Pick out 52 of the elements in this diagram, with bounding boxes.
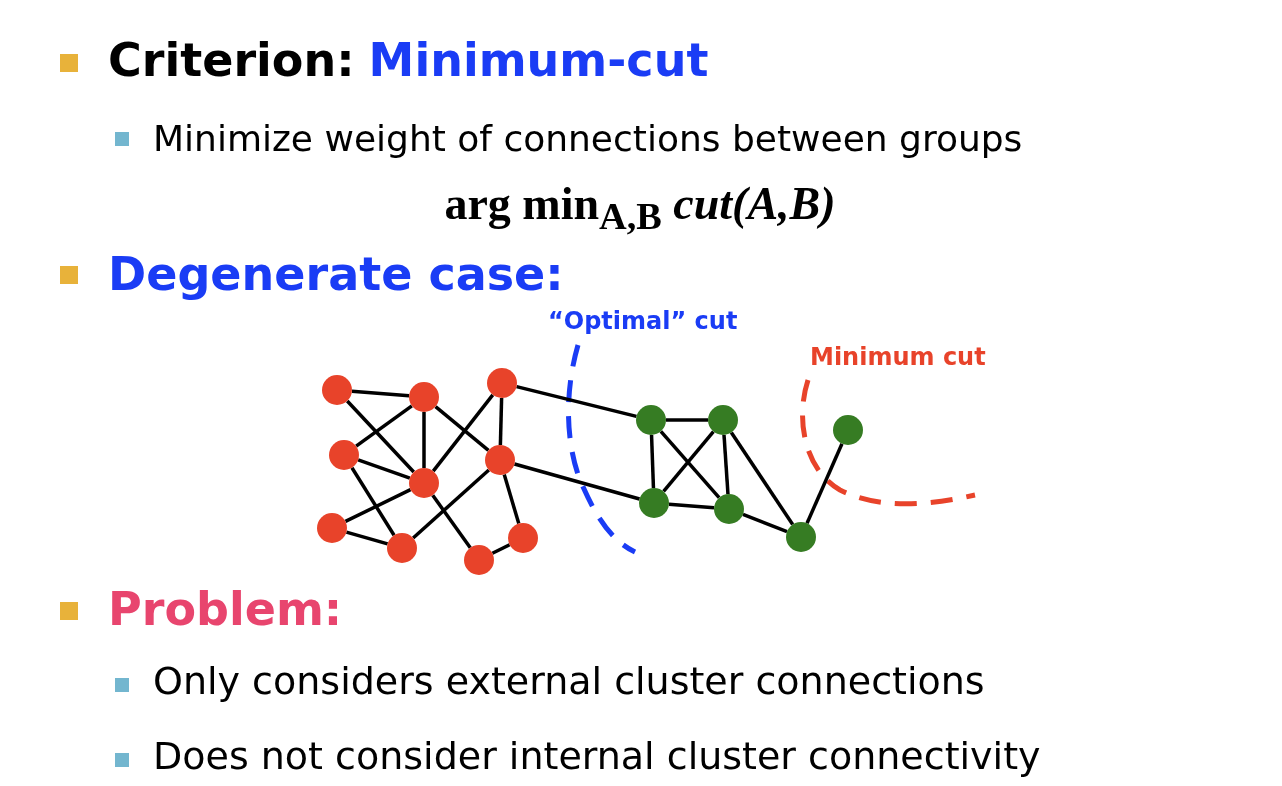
heading: Criterion: <box>108 34 355 87</box>
graph-edge <box>355 404 413 448</box>
graph-edge <box>666 418 708 422</box>
bullet-text: Does not consider internal cluster connectivity <box>153 735 1041 779</box>
cut-label: “Optimal” cut <box>548 308 738 336</box>
heading: Degenerate case: <box>108 248 564 301</box>
formula: arg min$_{A,B}$ cut(A,B) <box>444 178 836 239</box>
graph-edge <box>357 458 411 480</box>
graph-edge <box>729 431 795 526</box>
graph-edge <box>412 468 490 540</box>
graph-edge <box>662 430 715 493</box>
graph-edge <box>431 393 495 473</box>
heading: Problem: <box>108 583 343 636</box>
graph-edge <box>422 412 426 468</box>
bullet-text: Minimize weight of connections between groups <box>153 118 1023 160</box>
graph-edge <box>805 443 844 524</box>
graph-node <box>636 405 666 435</box>
graph-edge <box>345 530 389 546</box>
graph-edge <box>345 399 416 474</box>
graph-edge <box>649 434 656 489</box>
graph-node <box>409 382 439 412</box>
graph-edge <box>344 488 412 523</box>
graph-edge <box>351 389 410 398</box>
graph-node <box>639 488 669 518</box>
cut-label: Minimum cut <box>810 344 986 372</box>
graph-edge <box>742 512 788 534</box>
graph-node <box>786 522 816 552</box>
graph-edge <box>491 543 511 555</box>
graph-node <box>409 468 439 498</box>
graph-node <box>708 405 738 435</box>
graph-edge <box>498 397 504 446</box>
graph-node <box>833 415 863 445</box>
graph-edge <box>516 384 637 419</box>
heading-keyword: Minimum-cut <box>368 34 709 87</box>
graph-node <box>387 533 417 563</box>
graph-node <box>485 445 515 475</box>
graph-node <box>317 513 347 543</box>
graph-edge <box>513 462 641 501</box>
graph-node <box>322 375 352 405</box>
graph-edge <box>502 473 521 525</box>
graph-node <box>508 523 538 553</box>
graph-edge <box>434 405 490 452</box>
graph-node <box>714 494 744 524</box>
graph-edge <box>659 430 721 499</box>
graph-node <box>487 368 517 398</box>
graph-edge <box>431 494 472 549</box>
graph-edge <box>350 466 396 537</box>
graph-node <box>464 545 494 575</box>
graph-node <box>329 440 359 470</box>
graph-edge <box>722 434 730 495</box>
graph-edge <box>668 502 715 510</box>
bullet-text: Only considers external cluster connections <box>153 660 985 704</box>
